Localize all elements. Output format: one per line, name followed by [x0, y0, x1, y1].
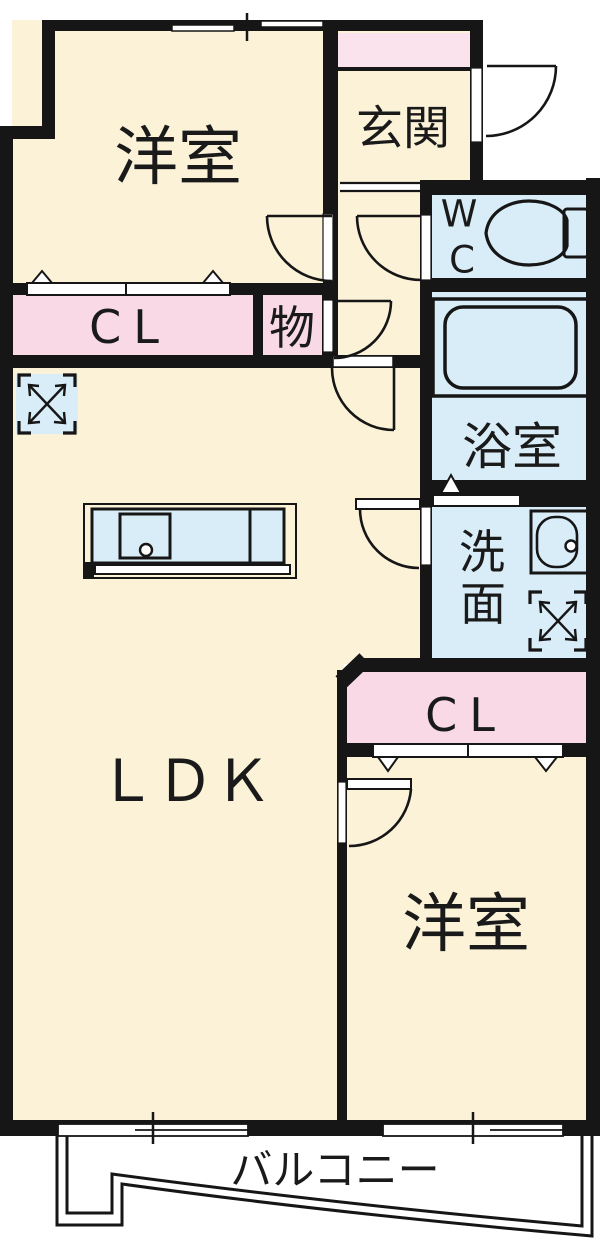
label-washroom-1: 洗 [459, 525, 505, 579]
door-washroom [355, 498, 421, 570]
room-wc [432, 192, 588, 280]
bathtub-icon [431, 297, 590, 398]
window-top [171, 13, 324, 41]
washbasin-icon [529, 509, 590, 575]
label-balcony: バルコニー [230, 1146, 439, 1195]
refrigerator-icon [16, 373, 78, 435]
label-bath: 浴室 [462, 418, 562, 476]
entrance-step [340, 181, 420, 193]
door-ldk [330, 367, 396, 432]
labels: 洋室 玄関 W C CL 物 浴室 洗 面 ＬＤＫ CL 洋室 バルコニー [89, 102, 562, 1195]
door-swings [265, 64, 558, 848]
door-entrance [485, 64, 558, 138]
room-closet-bottom [346, 670, 587, 746]
label-bedroom-top: 洋室 [114, 121, 242, 195]
window-bedroom-balcony [382, 1112, 564, 1144]
room-bedroom-bottom [346, 745, 587, 1122]
openings [26, 13, 564, 1144]
label-entrance: 玄関 [356, 102, 450, 157]
bath-folding-door [432, 472, 521, 507]
room-hallway [323, 180, 432, 370]
label-washroom-2: 面 [460, 577, 506, 631]
room-bath [432, 280, 588, 482]
toilet-icon [484, 199, 590, 267]
doorway-ldk [332, 355, 394, 368]
closet-top-sliding-door [26, 269, 231, 296]
door-storage [333, 299, 393, 360]
doorway-wc [420, 214, 432, 281]
closet-bottom-sliding-door [372, 743, 564, 773]
label-closet-top: CL [89, 300, 171, 354]
doorway-entrance [470, 67, 483, 143]
balcony-rail [55, 1125, 594, 1238]
room-closet-top [12, 295, 253, 356]
room-storage [263, 295, 332, 356]
doorway-washroom [420, 506, 432, 566]
label-storage: 物 [269, 301, 315, 355]
room-bedroom-top [12, 20, 334, 295]
label-closet-bottom: CL [425, 688, 507, 742]
window-ldk-balcony [57, 1112, 249, 1144]
chamfer-wall [335, 653, 371, 688]
label-ldk: ＬＤＫ [98, 747, 272, 815]
kitchen-counter-icon [83, 503, 297, 579]
door-bedroom-bottom [346, 778, 413, 848]
doorway-bedroom-bottom [337, 781, 347, 844]
door-wc [355, 214, 422, 282]
doorway-storage [322, 299, 334, 353]
shoe-cabinet [338, 33, 472, 69]
label-bedroom-bottom: 洋室 [402, 888, 530, 962]
room-washroom [432, 482, 588, 660]
doorway-bedroom-top [322, 213, 334, 282]
label-wc-w: W [441, 193, 478, 236]
door-bedroom-top [265, 214, 333, 283]
label-wc-c: C [449, 239, 475, 282]
room-ldk-lower [12, 662, 344, 1122]
